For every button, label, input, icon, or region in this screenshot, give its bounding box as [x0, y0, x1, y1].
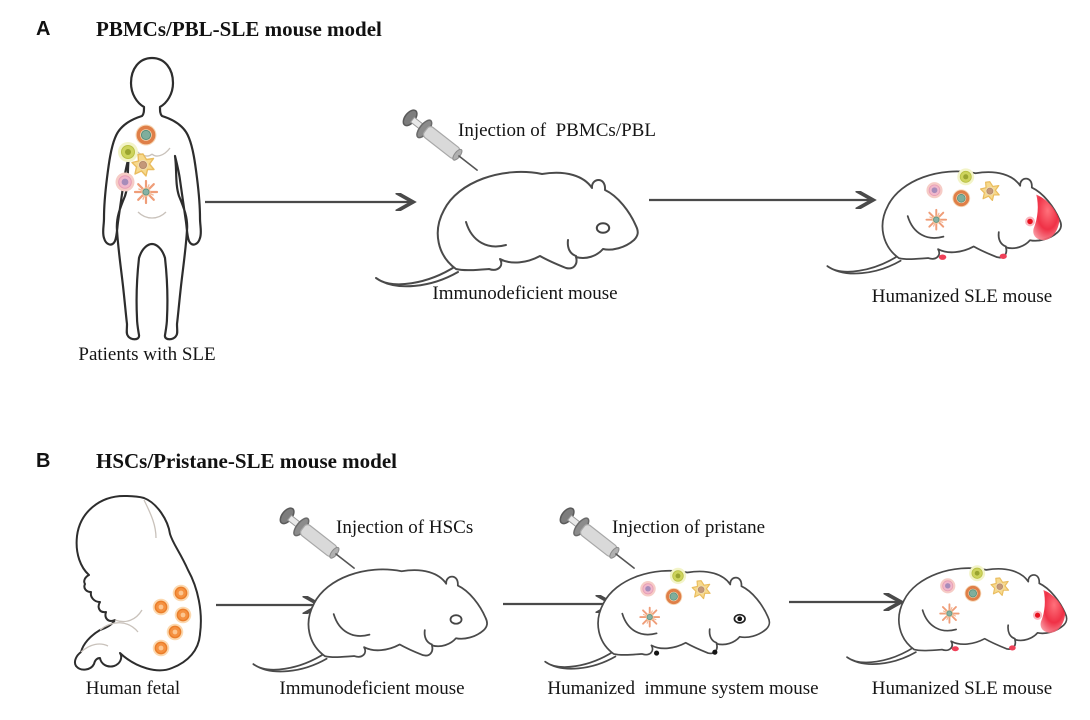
arrow-right-icon [503, 595, 626, 613]
arrow-right-icon [649, 191, 886, 209]
panel-b-label: B [36, 450, 51, 472]
dendritic-cell-icon [133, 179, 159, 205]
hsc-cell-icon [152, 598, 170, 616]
injection-pbmcs-label: Injection of PBMCs/PBL [458, 120, 656, 141]
panel-a-title: PBMCs/PBL-SLE mouse model [96, 17, 382, 41]
arrow-right-icon [205, 193, 426, 211]
humanized-immune-system-mouse-caption: Humanized immune system mouse [547, 678, 819, 699]
lupus-rash-icon [1040, 590, 1066, 633]
hsc-cell-icon [166, 623, 184, 641]
black-eye-icon [737, 616, 743, 622]
lupus-rash-icon [1033, 194, 1060, 241]
red-paw-icon [951, 646, 959, 652]
human-silhouette-icon [102, 56, 202, 341]
arrow-right-icon [789, 593, 914, 611]
humanized-immune-system-mouse-icon [544, 550, 771, 670]
lymphocyte-cell-icon [117, 141, 139, 163]
plasma-cell-icon [115, 172, 135, 192]
human-fetus-icon [73, 495, 202, 672]
humanized-sle-mouse-caption-b: Humanized SLE mouse [871, 678, 1053, 699]
immunodeficient-mouse-caption-a: Immunodeficient mouse [432, 283, 618, 304]
black-paw-icon [712, 649, 718, 655]
humanized-sle-mouse-caption-a: Humanized SLE mouse [871, 286, 1053, 307]
immunodeficient-mouse-icon [375, 170, 639, 288]
injection-hscs-label: Injection of HSCs [336, 517, 474, 538]
human-fetal-caption: Human fetal [85, 678, 181, 699]
immunodeficient-mouse-icon [252, 568, 488, 673]
monocyte-cell-icon [133, 122, 159, 148]
patients-with-sle-caption: Patients with SLE [78, 344, 216, 365]
panel-a-label: A [36, 18, 51, 40]
black-paw-icon [654, 650, 660, 656]
red-paw-icon [999, 253, 1007, 259]
red-paw-icon [1009, 645, 1016, 651]
hsc-cell-icon [172, 584, 190, 602]
arrow-right-icon [216, 596, 333, 614]
hsc-cell-icon [152, 639, 170, 657]
hsc-cell-icon [174, 606, 192, 624]
humanized-sle-mouse-icon [846, 548, 1068, 665]
humanized-sle-mouse-icon [826, 150, 1062, 275]
immunodeficient-mouse-caption-b: Immunodeficient mouse [279, 678, 465, 699]
red-paw-icon [938, 254, 947, 260]
injection-pristane-label: Injection of pristane [612, 517, 766, 538]
panel-b-title: HSCs/Pristane-SLE mouse model [96, 449, 398, 473]
